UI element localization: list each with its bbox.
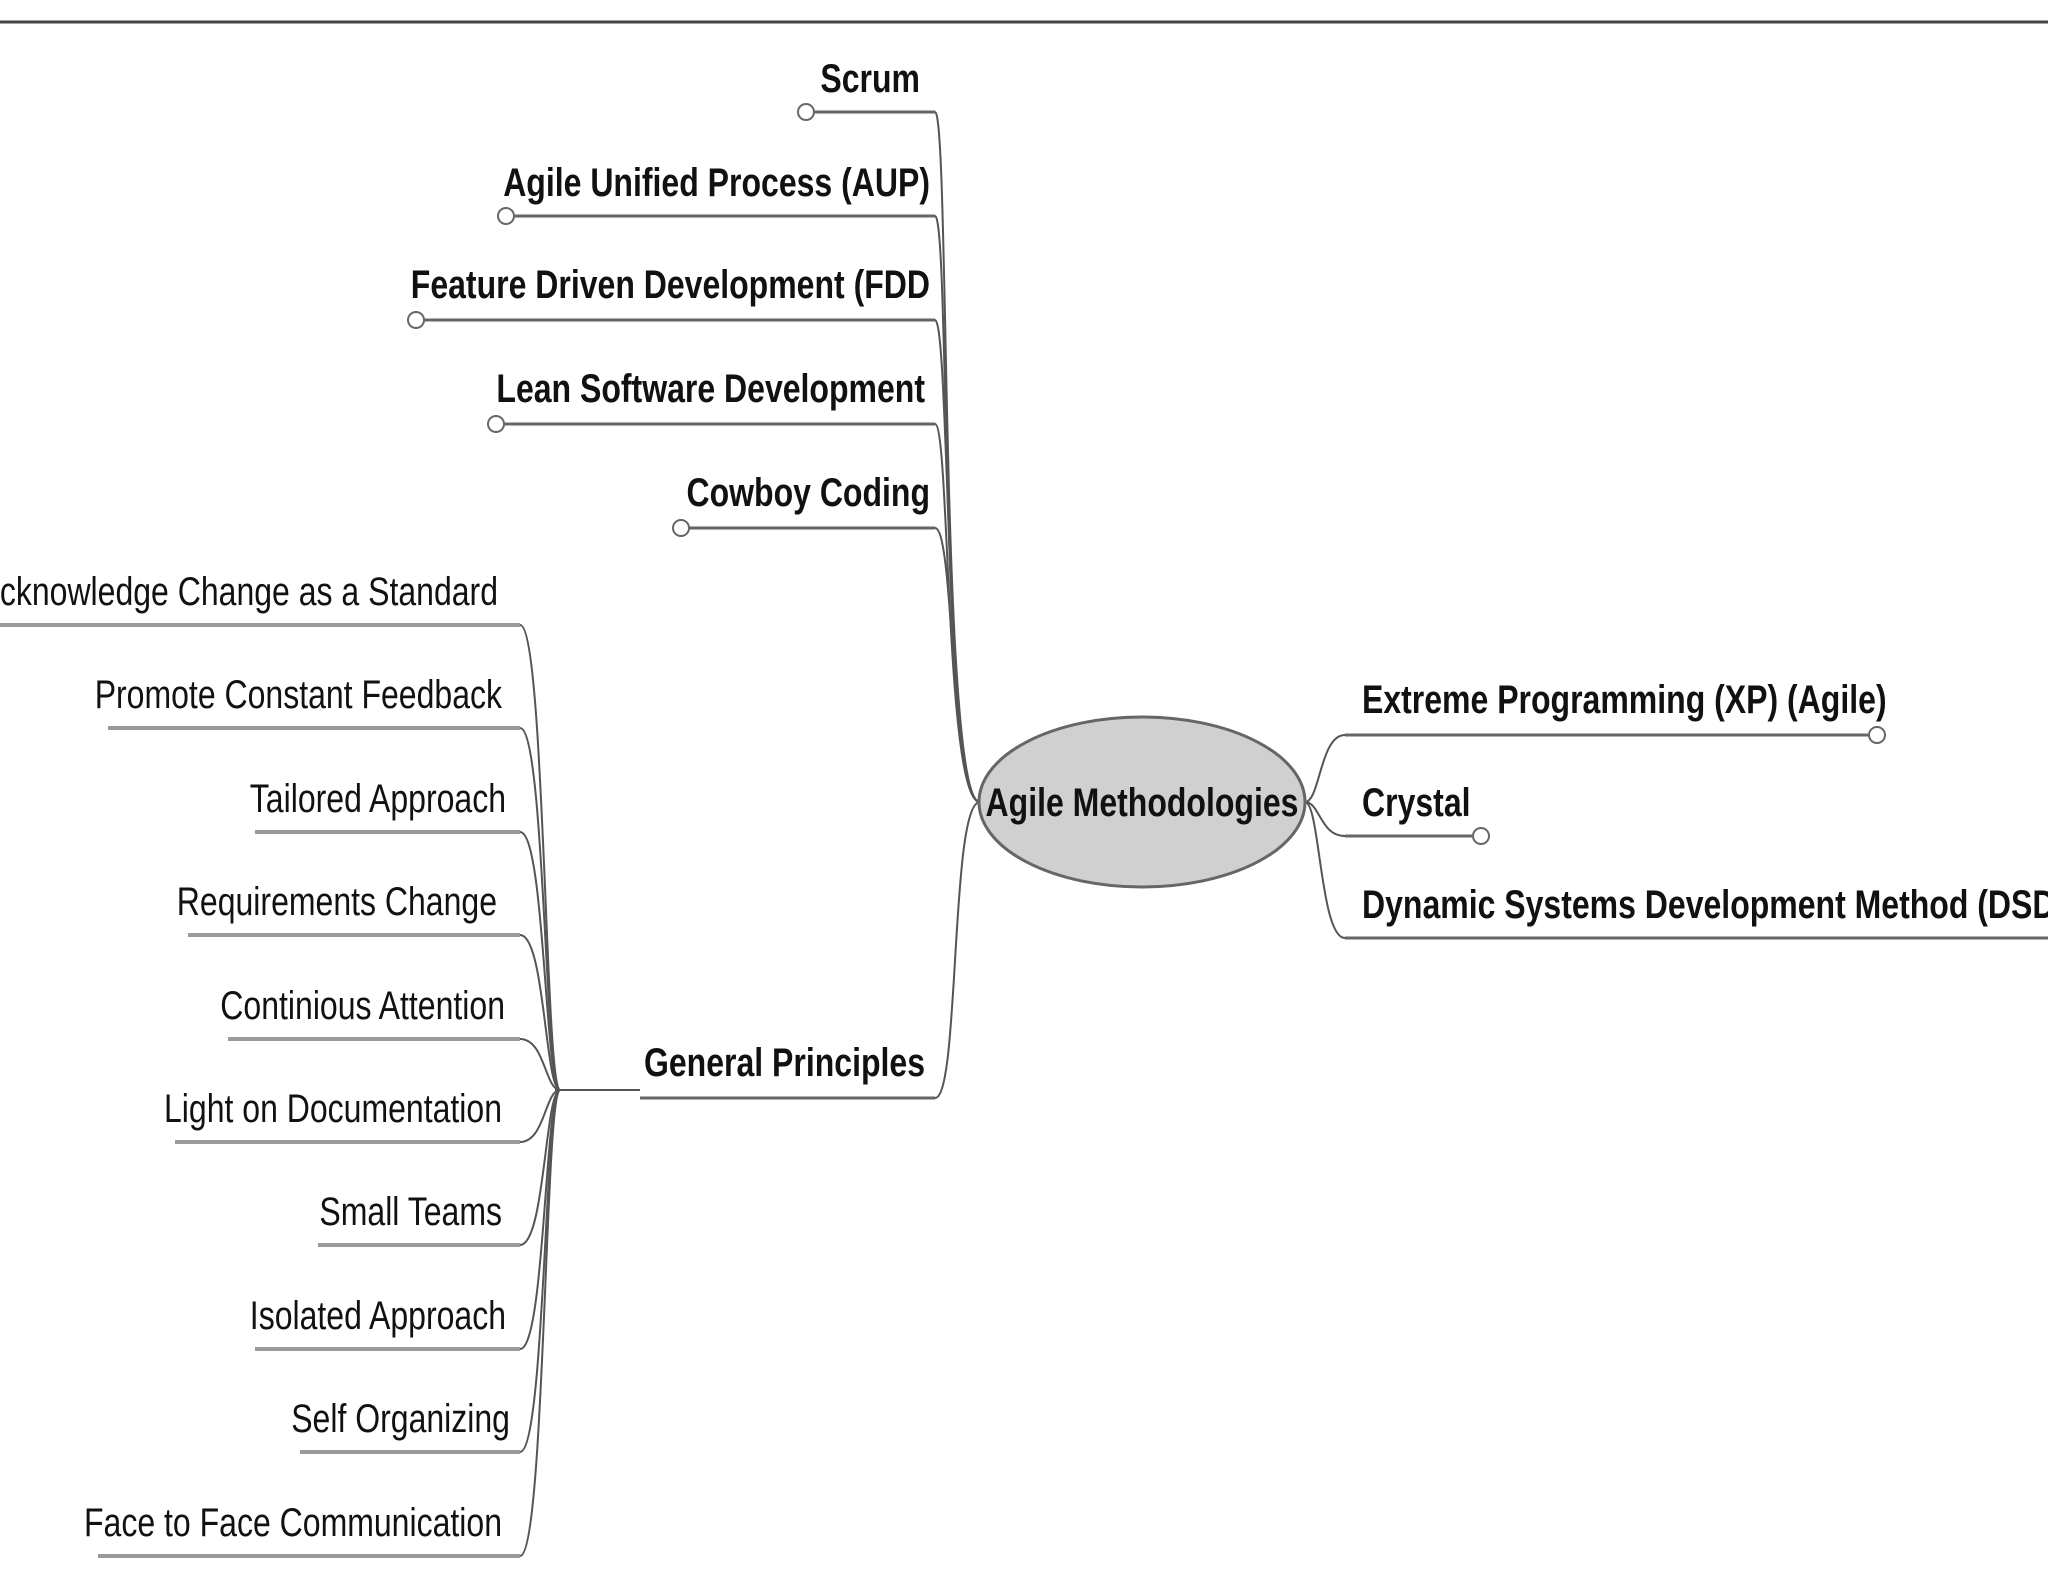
left-branch-aup[interactable]: Agile Unified Process (AUP) — [497, 161, 935, 225]
collapse-knob[interactable] — [672, 519, 690, 537]
principle-label: Isolated Approach — [250, 1294, 506, 1338]
collapse-knob[interactable] — [1868, 726, 1886, 744]
right-branch-label: Extreme Programming (XP) (Agile) — [1362, 678, 1887, 722]
left-branch-cowboy[interactable]: Cowboy Coding — [672, 471, 935, 537]
left-branch-label: Lean Software Development — [496, 367, 925, 411]
right-branch-label: Dynamic Systems Development Method (DSDM… — [1362, 883, 2048, 927]
principle-label: Tailored Approach — [250, 777, 506, 821]
principle-item[interactable]: Light on Documentation — [164, 1087, 520, 1144]
principle-label: Light on Documentation — [164, 1087, 502, 1131]
left-branch-general-principles[interactable]: General Principles — [640, 1041, 935, 1100]
principle-label: Continious Attention — [220, 984, 505, 1028]
left-branch-label: Feature Driven Development (FDD — [411, 263, 930, 307]
central-topic-label: Agile Methodologies — [986, 781, 1299, 825]
principle-label: Promote Constant Feedback — [95, 673, 503, 717]
collapse-knob[interactable] — [407, 311, 425, 329]
principle-item[interactable]: Self Organizing — [291, 1397, 520, 1454]
left-branch-label: Cowboy Coding — [687, 471, 931, 515]
right-connectors — [1304, 734, 1346, 939]
right-branch-crystal[interactable]: Crystal — [1345, 781, 1490, 845]
principle-connectors — [519, 624, 641, 1557]
principle-item[interactable]: Face to Face Communication — [84, 1501, 520, 1558]
central-topic-ellipse — [977, 715, 1307, 889]
principle-label: Acknowledge Change as a Standard — [0, 570, 498, 614]
left-connectors — [934, 111, 981, 1099]
principle-item[interactable]: Small Teams — [318, 1190, 520, 1247]
principle-item[interactable]: Requirements Change — [177, 880, 520, 937]
principle-label: Requirements Change — [177, 880, 497, 924]
principle-item[interactable]: Continious Attention — [220, 984, 520, 1041]
collapse-knob[interactable] — [1472, 827, 1490, 845]
collapse-knob[interactable] — [797, 103, 815, 121]
principle-label: Self Organizing — [291, 1397, 510, 1441]
left-branch-label: Scrum — [820, 57, 920, 101]
left-branch-label: Agile Unified Process (AUP) — [503, 161, 930, 205]
right-branch-xp[interactable]: Extreme Programming (XP) (Agile) — [1345, 678, 1887, 744]
principle-item[interactable]: Acknowledge Change as a Standard — [0, 570, 520, 627]
right-branch-label: Crystal — [1362, 781, 1471, 825]
right-branch-dsdm[interactable]: Dynamic Systems Development Method (DSDM… — [1345, 883, 2048, 940]
left-branch-label: General Principles — [644, 1041, 925, 1085]
principle-label: Face to Face Communication — [84, 1501, 502, 1545]
left-branch-fdd[interactable]: Feature Driven Development (FDD — [407, 263, 935, 329]
central-topic[interactable]: Agile Methodologies — [977, 715, 1307, 889]
collapse-knob[interactable] — [497, 207, 515, 225]
collapse-knob[interactable] — [487, 415, 505, 433]
principle-item[interactable]: Isolated Approach — [250, 1294, 520, 1351]
principle-item[interactable]: Tailored Approach — [250, 777, 520, 834]
left-branch-lean[interactable]: Lean Software Development — [487, 367, 935, 433]
principle-label: Small Teams — [319, 1190, 502, 1234]
principle-item[interactable]: Promote Constant Feedback — [95, 673, 520, 730]
left-branch-scrum[interactable]: Scrum — [797, 57, 935, 121]
